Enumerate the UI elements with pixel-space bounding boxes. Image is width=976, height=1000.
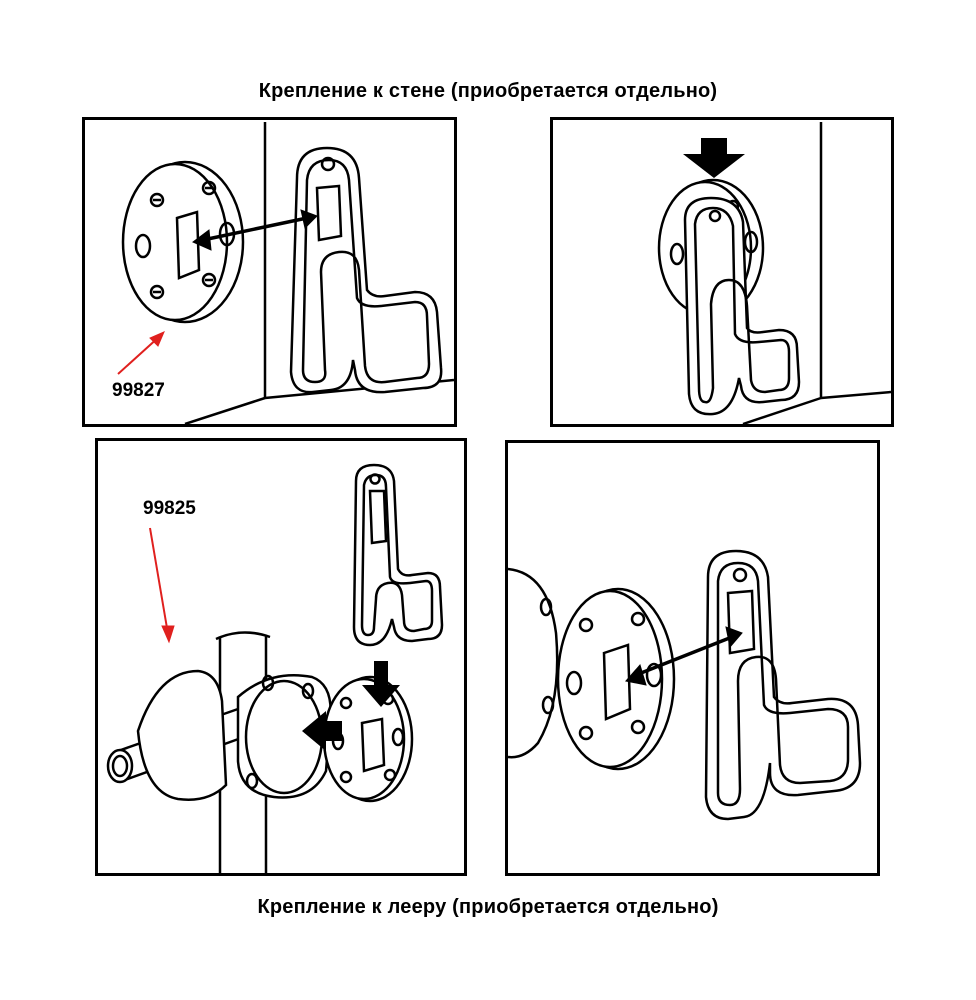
panel-wall-mount-assembled xyxy=(550,117,894,427)
panel-rail-mount-hook xyxy=(505,440,880,876)
rail-mount-exploded-illustration xyxy=(106,463,444,873)
wall-mount-assembled-illustration xyxy=(657,122,891,424)
panel-wall-mount-exploded xyxy=(82,117,457,427)
part-number-wall-mount: 99827 xyxy=(112,380,165,401)
wall-mount-exploded-illustration xyxy=(121,122,454,424)
part-number-rail-mount: 99825 xyxy=(143,498,196,519)
panel-rail-mount-exploded xyxy=(95,438,467,876)
rail-mount-hook-illustration xyxy=(508,549,862,821)
wall-mount-heading: Крепление к стене (приобретается отдельн… xyxy=(258,80,718,102)
rail-mount-heading: Крепление к лееру (приобретается отдельн… xyxy=(257,896,719,918)
